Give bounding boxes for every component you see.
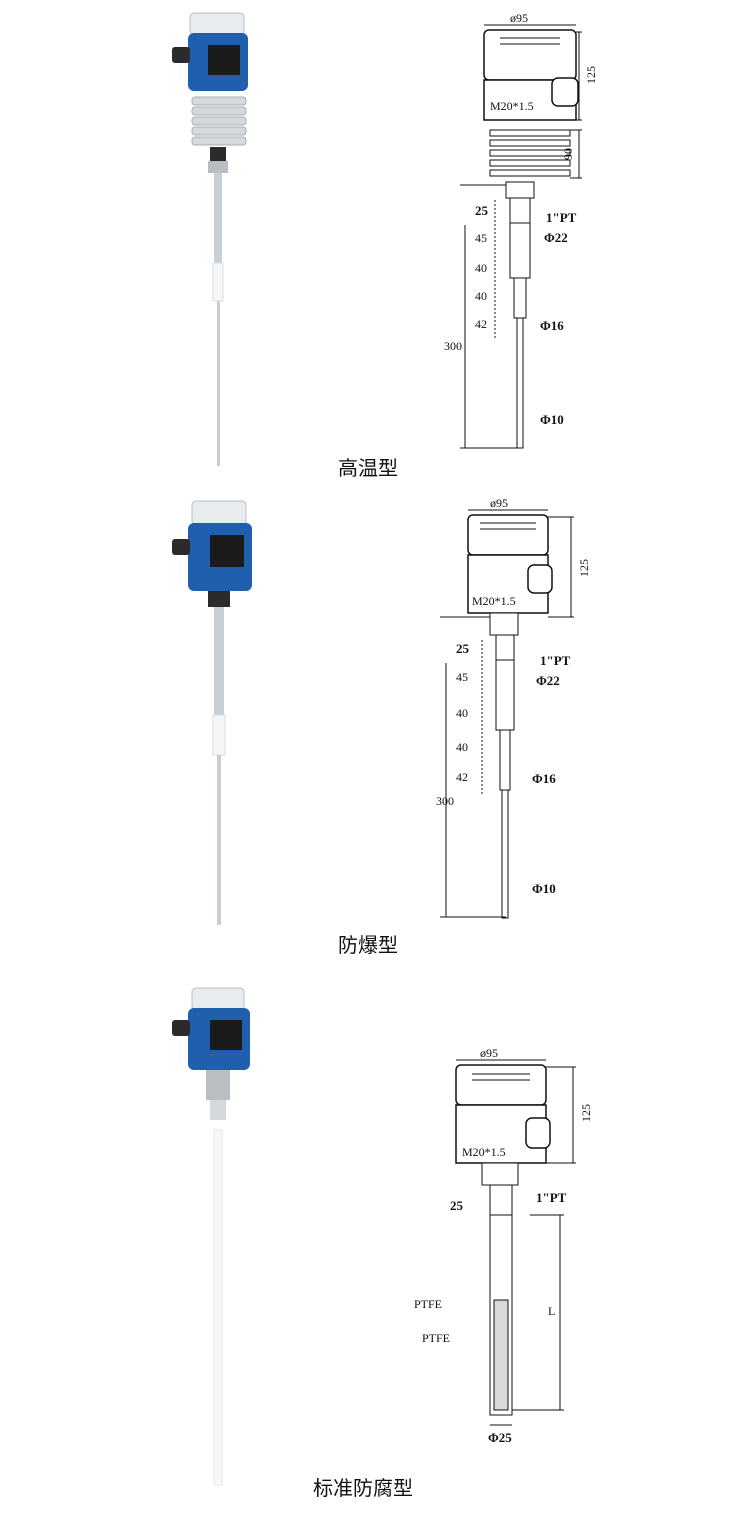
seg-42: 42 — [456, 770, 468, 784]
label-ptfe-2: PTFE — [422, 1331, 450, 1345]
dim-total: 300 — [444, 339, 462, 353]
label-ptfe-1: PTFE — [414, 1297, 442, 1311]
seg-25: 25 — [450, 1198, 464, 1213]
dim-fin: 90 — [561, 148, 575, 160]
drawing-anticorrosion: ø95 M20*1.5 125 1"PT 25 PTFE PTFE L Φ25 — [414, 1046, 593, 1445]
thread-label: M20*1.5 — [472, 594, 516, 608]
seg-25: 25 — [456, 641, 470, 656]
label-d22: Φ22 — [536, 673, 560, 688]
label-pt: 1"PT — [536, 1190, 567, 1205]
label-pt: 1"PT — [540, 653, 571, 668]
seg-40b: 40 — [475, 289, 487, 303]
seg-40a: 40 — [456, 706, 468, 720]
dim-height: 125 — [584, 66, 598, 84]
thread-label: M20*1.5 — [490, 99, 534, 113]
caption-high-temp: 高温型 — [338, 456, 398, 480]
product-photo-high-temp — [172, 12, 248, 466]
drawing-explosion-proof: ø95 M20*1.5 125 25 45 40 40 42 300 1"PT … — [436, 496, 591, 919]
caption-explosion-proof: 防爆型 — [338, 933, 398, 957]
seg-42: 42 — [475, 317, 487, 331]
label-d10: Φ10 — [532, 881, 556, 896]
dim-width: ø95 — [510, 11, 528, 25]
label-d25: Φ25 — [488, 1430, 512, 1445]
dim-length: L — [548, 1304, 555, 1318]
seg-40a: 40 — [475, 261, 487, 275]
label-d16: Φ16 — [532, 771, 556, 786]
seg-25: 25 — [475, 203, 489, 218]
label-d16: Φ16 — [540, 318, 564, 333]
label-d22: Φ22 — [544, 230, 568, 245]
dim-height: 125 — [577, 559, 591, 577]
seg-45: 45 — [456, 670, 468, 684]
dim-height: 125 — [579, 1104, 593, 1122]
seg-40b: 40 — [456, 740, 468, 754]
label-pt: 1"PT — [546, 210, 577, 225]
dim-width: ø95 — [490, 496, 508, 510]
panel-anticorrosion: ø95 M20*1.5 125 1"PT 25 PTFE PTFE L Φ25 … — [0, 970, 750, 1515]
product-photo-anticorrosion — [172, 987, 250, 1486]
panel-explosion-proof: ø95 M20*1.5 125 25 45 40 40 42 300 1"PT … — [0, 485, 750, 965]
dim-total: 300 — [436, 794, 454, 808]
product-photo-explosion-proof — [172, 500, 252, 925]
dim-width: ø95 — [480, 1046, 498, 1060]
panel-high-temp: ø95 M20*1.5 125 90 25 45 40 40 42 — [0, 0, 750, 480]
label-d10: Φ10 — [540, 412, 564, 427]
drawing-high-temp: ø95 M20*1.5 125 90 25 45 40 40 42 — [444, 11, 598, 449]
thread-label: M20*1.5 — [462, 1145, 506, 1159]
seg-45: 45 — [475, 231, 487, 245]
caption-anticorrosion: 标准防腐型 — [313, 1476, 413, 1500]
